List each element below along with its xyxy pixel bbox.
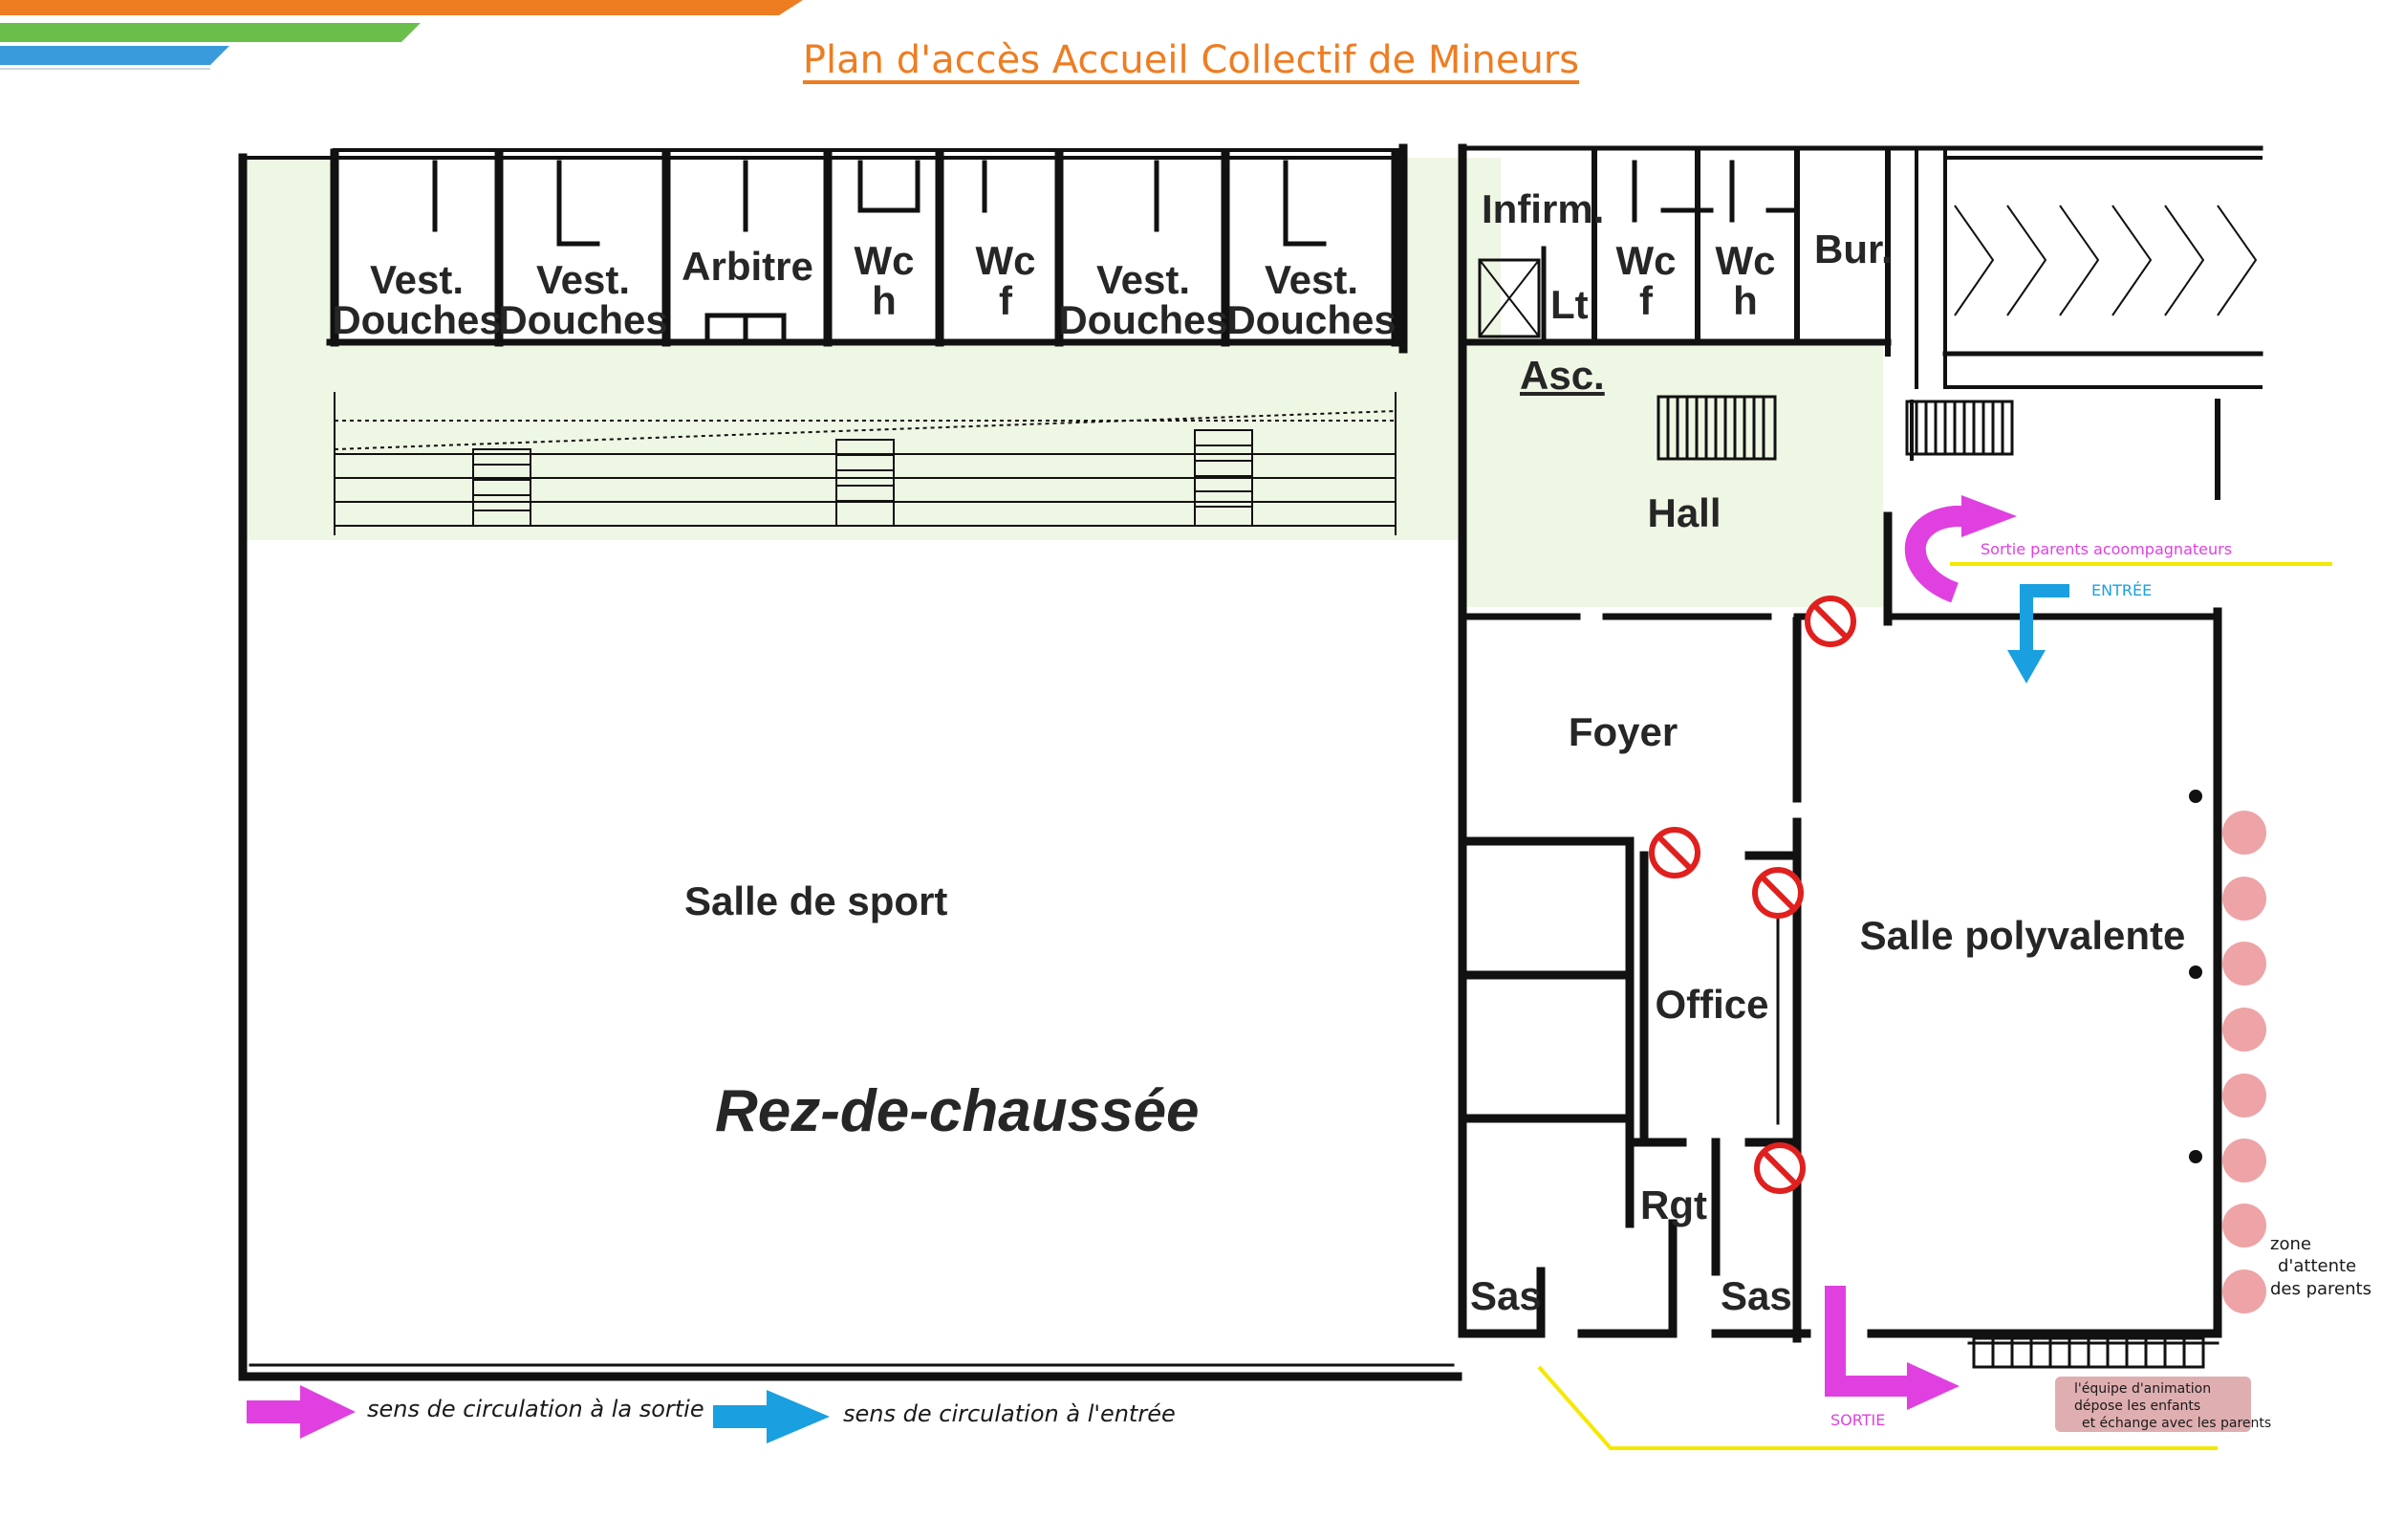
entry-label: ENTRÉE bbox=[2091, 581, 2153, 599]
corridor-fill bbox=[247, 158, 1883, 607]
room-label-bur: Bur. bbox=[1814, 227, 1893, 271]
entry-arrow bbox=[2007, 584, 2069, 683]
room-label-asc: Asc. bbox=[1520, 353, 1605, 398]
yellow-path bbox=[1537, 562, 2332, 1450]
animation-team-note-box bbox=[2055, 1377, 2251, 1432]
floor-label: Rez-de-chaussée bbox=[715, 1078, 1200, 1144]
room-label-salle-polyvalente: Salle polyvalente bbox=[1859, 913, 2186, 958]
room-label-vest3: Vest.Douches bbox=[1058, 257, 1228, 342]
exit-parents-label: Sortie parents acoompagnateurs bbox=[1981, 540, 2233, 558]
room-label-salle-sport: Salle de sport bbox=[684, 878, 948, 923]
ramp-chevrons bbox=[1954, 205, 2258, 316]
room-label-office: Office bbox=[1655, 982, 1769, 1027]
no-entry-icon bbox=[1649, 596, 1856, 1194]
room-label-vest2: Vest.Douches bbox=[498, 257, 668, 342]
header-stripes bbox=[0, 0, 803, 70]
legend-exit-label: sens de circulation à la sortie bbox=[367, 1396, 704, 1422]
waiting-zone-label: zone d'attente des parents bbox=[2270, 1234, 2371, 1299]
room-label-hall: Hall bbox=[1647, 490, 1722, 535]
hall-stairs bbox=[1657, 395, 2205, 1369]
room-label-rgt: Rgt bbox=[1640, 1182, 1707, 1227]
room-label-arbitre: Arbitre bbox=[682, 244, 813, 289]
room-label-foyer: Foyer bbox=[1568, 709, 1678, 754]
exit-label: SORTIE bbox=[1830, 1411, 1886, 1429]
animation-team-note: l'équipe d'animation dépose les enfants … bbox=[2074, 1381, 2272, 1432]
page-title: Plan d'accès Accueil Collectif de Mineur… bbox=[802, 38, 1580, 82]
legend-exit-arrow bbox=[247, 1385, 356, 1439]
room-label-sas-right: Sas bbox=[1721, 1273, 1792, 1318]
room-label-vest1: Vest.Douches bbox=[332, 257, 502, 342]
pillars bbox=[2189, 790, 2202, 1163]
room-label-vest4: Vest.Douches bbox=[1226, 257, 1397, 342]
room-label-lt: Lt bbox=[1550, 282, 1589, 327]
room-label-infirm: Infirm. bbox=[1482, 186, 1605, 231]
exit-arrow bbox=[1825, 1286, 1960, 1410]
legend-entry-arrow bbox=[713, 1390, 830, 1443]
room-label-sas-left: Sas bbox=[1470, 1273, 1542, 1318]
legend-entry-label: sens de circulation à l'entrée bbox=[843, 1400, 1176, 1427]
bleachers bbox=[334, 392, 1397, 535]
exit-parents-arrow bbox=[1904, 495, 2017, 603]
waiting-zone-dots bbox=[2222, 811, 2266, 1313]
